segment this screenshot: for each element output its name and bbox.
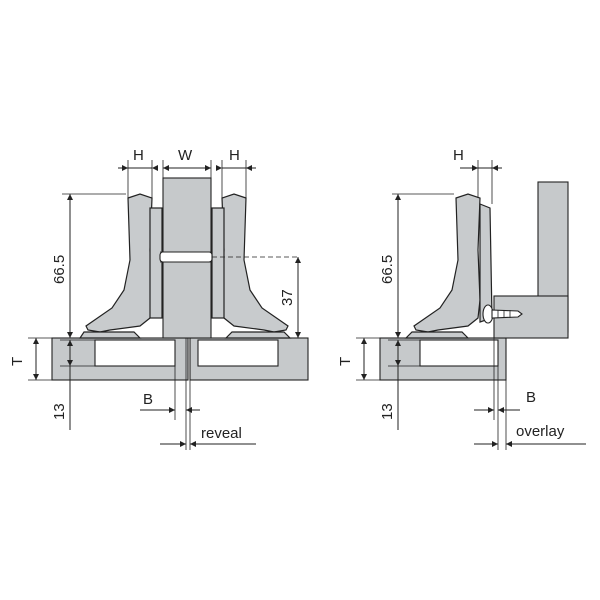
hinge-base-right (224, 331, 292, 339)
screw-shaft (159, 251, 213, 263)
t-dimension-left: T (9, 337, 52, 381)
label-height-right: 66.5 (379, 255, 396, 284)
height-dimension-right: 66.5 (379, 193, 454, 339)
t-dimension-right: T (337, 337, 380, 381)
hinge-arm-single (413, 193, 481, 333)
cup-single (419, 339, 499, 367)
cup-depth-dimension-left: 13 (51, 339, 95, 430)
label-h-single: H (453, 147, 464, 164)
cup-depth-dimension-right: 13 (379, 339, 420, 430)
screw-height-dimension: 37 (279, 257, 302, 339)
hinge-arm-left (85, 193, 153, 333)
b-overlay-dimension: B overlay (474, 338, 586, 450)
cup-right (197, 339, 279, 367)
label-cup-depth-right: 13 (379, 403, 396, 420)
cup-left (94, 339, 176, 367)
label-h-left: H (133, 147, 144, 164)
label-reveal: reveal (201, 425, 242, 442)
label-b-right: B (526, 389, 536, 406)
top-dimension-right: H (453, 147, 502, 204)
height-dimension-left: 66.5 (51, 193, 126, 339)
screw-single (482, 304, 523, 324)
hinge-plate-right (211, 207, 225, 319)
hinge-plate-single (479, 203, 493, 323)
label-overlay: overlay (516, 423, 565, 440)
label-screw-height: 37 (279, 289, 296, 306)
label-w: W (178, 147, 193, 164)
label-t-left: T (9, 357, 26, 366)
label-b-left: B (143, 391, 153, 408)
right-view: H 66.5 T 13 (337, 147, 586, 450)
label-cup-depth-left: 13 (51, 403, 68, 420)
left-view: H W H 66.5 37 T (9, 147, 309, 450)
label-height-left: 66.5 (51, 255, 68, 284)
top-dimensions-left: H W H (118, 147, 256, 198)
hinge-arm-right (221, 193, 289, 333)
hinge-base-single (404, 331, 470, 339)
label-h-right: H (229, 147, 240, 164)
hinge-base-left (78, 331, 142, 339)
hinge-plate-left (149, 207, 163, 319)
b-reveal-dimension: B reveal (140, 338, 256, 450)
left-carcass (51, 337, 309, 381)
label-t-right: T (337, 357, 354, 366)
